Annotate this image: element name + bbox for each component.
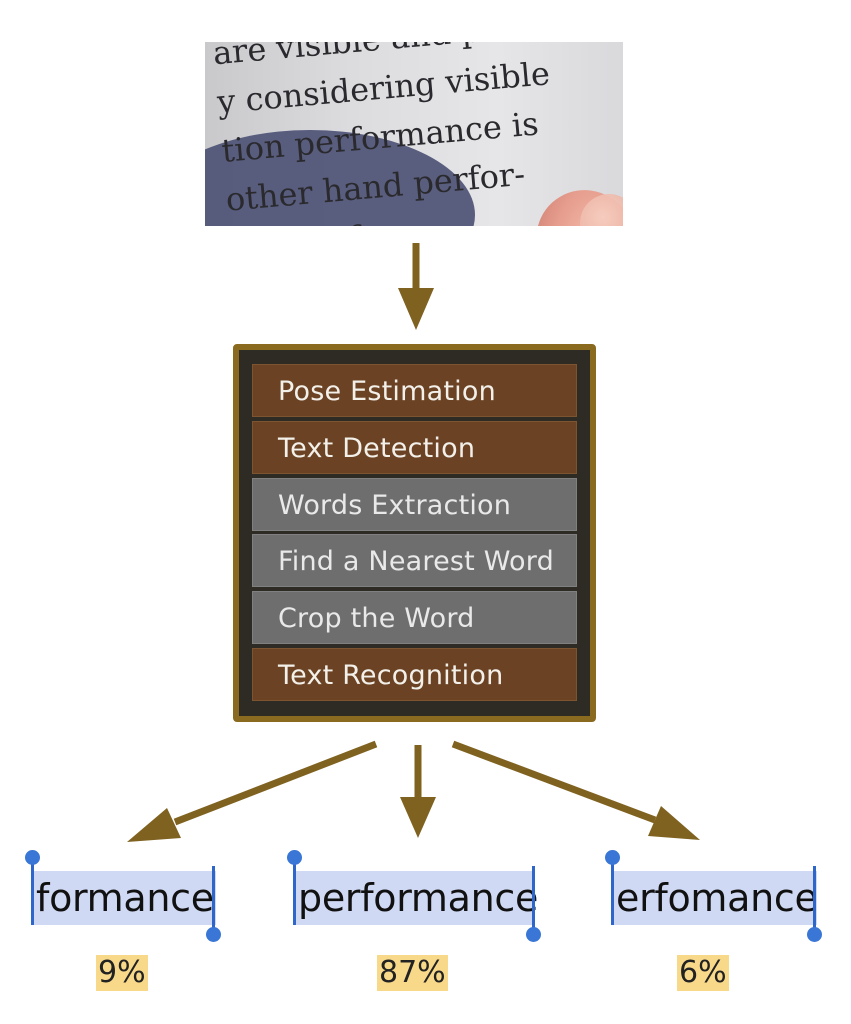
selection-end-handle-line[interactable] [532, 866, 535, 934]
selection-highlight [613, 871, 817, 925]
selection-start-handle-icon[interactable] [605, 850, 620, 865]
candidate-word: erfomance [616, 876, 818, 920]
arrow-head-icon [648, 806, 700, 840]
selection-end-handle-icon[interactable] [206, 927, 221, 942]
selection-start-handle-icon[interactable] [25, 850, 40, 865]
candidate-probability: 6% [677, 955, 729, 991]
selection-highlight [295, 871, 534, 925]
arrow-head-icon [127, 808, 181, 842]
step-find-nearest-word: Find a Nearest Word [252, 534, 577, 587]
candidate-word: formance [36, 876, 214, 920]
selection-end-handle-icon[interactable] [526, 927, 541, 942]
candidate-2: performance [292, 871, 539, 925]
candidate-1: formance [30, 871, 220, 925]
selection-highlight [33, 871, 216, 925]
selection-start-handle-line[interactable] [293, 858, 296, 925]
selection-end-handle-icon[interactable] [807, 927, 822, 942]
step-text-recognition: Text Recognition [252, 648, 577, 701]
step-words-extraction: Words Extraction [252, 478, 577, 531]
selection-start-handle-icon[interactable] [287, 850, 302, 865]
candidate-probability: 9% [96, 955, 148, 991]
selection-end-handle-line[interactable] [813, 866, 816, 934]
arrow-to-candidate-1 [173, 740, 378, 826]
step-crop-word: Crop the Word [252, 591, 577, 644]
arrow-head-icon [400, 797, 436, 838]
arrow-head-icon [398, 288, 434, 330]
arrow-to-candidate-3 [451, 740, 657, 824]
step-pose-estimation: Pose Estimation [252, 364, 577, 417]
input-photo: are visible and p y considering visible … [205, 42, 623, 226]
candidate-probability: 87% [377, 955, 448, 991]
candidate-3: erfomance [610, 871, 820, 925]
selection-start-handle-line[interactable] [611, 858, 614, 925]
candidate-word: performance [298, 876, 539, 920]
selection-start-handle-line[interactable] [31, 858, 34, 925]
pipeline-box: Pose Estimation Text Detection Words Ext… [233, 344, 596, 722]
selection-end-handle-line[interactable] [212, 866, 215, 934]
step-text-detection: Text Detection [252, 421, 577, 474]
